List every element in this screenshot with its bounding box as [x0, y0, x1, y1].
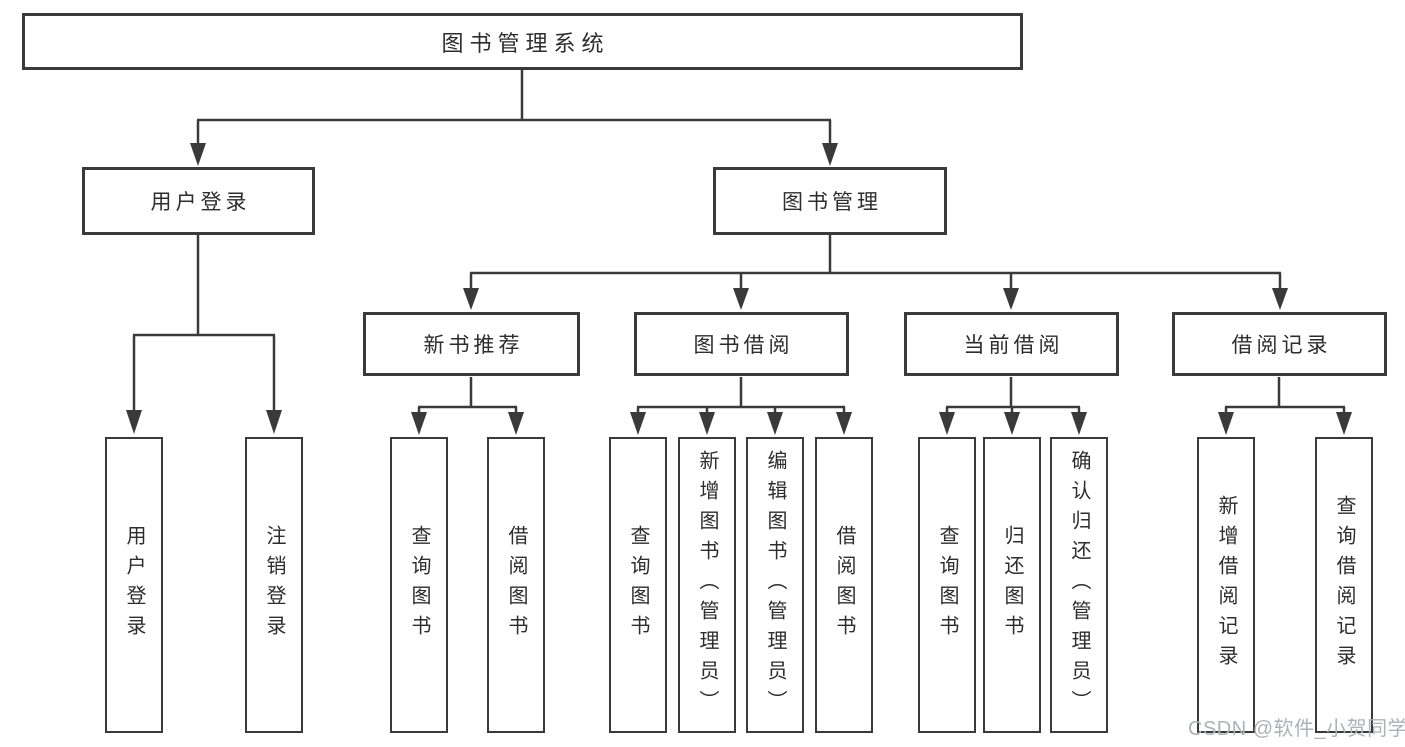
leaf-label: 新增借阅记录	[1215, 495, 1237, 675]
arrowhead	[126, 410, 142, 434]
arrowhead	[630, 412, 646, 435]
leaf-label: 查询图书	[627, 525, 649, 645]
leaf-query-books-borrow: 查询图书	[609, 437, 667, 733]
leaf-edit-book-admin: 编辑图书（管理员）	[746, 437, 804, 733]
leaf-label: 查询图书	[408, 525, 430, 645]
arrowhead	[508, 412, 524, 435]
arrowhead	[699, 412, 715, 435]
connector-root-to-level2	[196, 69, 832, 144]
arrowhead	[1336, 412, 1352, 435]
node-label: 图书管理	[782, 191, 882, 214]
arrowhead	[733, 288, 749, 310]
leaf-label: 查询借阅记录	[1333, 495, 1355, 675]
leaf-label: 确认归还（管理员）	[1068, 450, 1090, 720]
connector-current-borrow-to-leaves	[945, 377, 1081, 413]
node-label: 当前借阅	[963, 334, 1064, 357]
connector-book-management-to-level3	[469, 234, 1282, 289]
node-borrow-records: 借阅记录	[1172, 312, 1387, 376]
leaf-label: 用户登录	[123, 525, 145, 645]
arrowhead	[836, 412, 852, 435]
arrowhead	[1218, 412, 1234, 435]
leaf-user-login: 用户登录	[105, 437, 163, 733]
leaf-query-books-current: 查询图书	[918, 437, 976, 733]
arrowhead	[1003, 288, 1019, 310]
arrowhead	[411, 412, 427, 435]
connector-book-borrow-to-leaves	[636, 377, 846, 413]
leaf-query-borrow-record: 查询借阅记录	[1315, 437, 1373, 733]
node-library-management-system: 图书管理系统	[22, 13, 1023, 70]
arrowhead	[1004, 412, 1020, 435]
leaf-label: 归还图书	[1001, 525, 1023, 645]
arrowhead	[1071, 412, 1087, 435]
leaf-logout-login: 注销登录	[245, 437, 303, 733]
arrowhead	[190, 143, 206, 166]
leaf-confirm-return-admin: 确认归还（管理员）	[1050, 437, 1108, 733]
node-current-borrow: 当前借阅	[904, 312, 1119, 376]
node-new-book-recommend: 新书推荐	[363, 312, 580, 376]
leaf-borrow-books-recommend: 借阅图书	[487, 437, 545, 733]
arrowhead	[266, 410, 282, 434]
node-label: 借阅记录	[1231, 334, 1332, 357]
node-label: 图书借阅	[693, 334, 794, 357]
arrowheads	[126, 143, 1352, 435]
connector-borrow-records-to-leaves	[1224, 377, 1346, 413]
leaf-label: 借阅图书	[833, 525, 855, 645]
leaf-label: 注销登录	[263, 525, 285, 645]
arrowhead	[767, 412, 783, 435]
connector-user-login-to-leaves	[132, 234, 276, 411]
leaf-add-book-admin: 新增图书（管理员）	[678, 437, 736, 733]
leaf-label: 新增图书（管理员）	[696, 450, 718, 720]
arrowhead	[1272, 288, 1288, 310]
arrowhead	[463, 288, 479, 310]
watermark-text: CSDN @软件_小贺同学	[1188, 718, 1405, 740]
node-book-management: 图书管理	[713, 167, 947, 235]
leaf-query-books-recommend: 查询图书	[390, 437, 448, 733]
leaf-return-book: 归还图书	[983, 437, 1041, 733]
leaf-label: 编辑图书（管理员）	[764, 450, 786, 720]
leaf-label: 借阅图书	[505, 525, 527, 645]
node-label: 新书推荐	[423, 334, 524, 357]
node-label: 图书管理系统	[441, 30, 610, 56]
connector-new-book-recommend-to-leaves	[417, 377, 518, 413]
node-book-borrow: 图书借阅	[634, 312, 849, 376]
arrowhead	[822, 143, 838, 166]
arrowhead	[939, 412, 955, 435]
node-label: 用户登录	[150, 191, 251, 214]
leaf-label: 查询图书	[936, 525, 958, 645]
leaf-add-borrow-record: 新增借阅记录	[1197, 437, 1255, 733]
node-user-login: 用户登录	[82, 167, 315, 235]
leaf-borrow-books-borrow: 借阅图书	[815, 437, 873, 733]
